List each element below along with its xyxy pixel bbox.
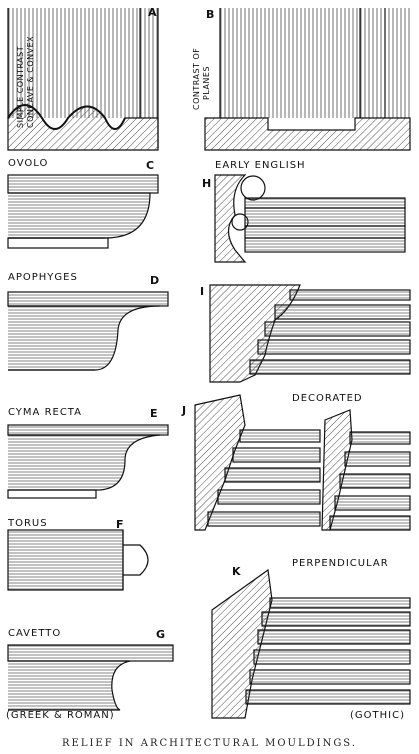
- figure-e-name: CYMA RECTA: [8, 407, 82, 418]
- figure-i-drawing: [209, 284, 411, 383]
- group-left-label: (GREEK & ROMAN): [6, 710, 115, 721]
- figure-b-note2: PLANES: [202, 65, 211, 100]
- figure-g-letter: G: [156, 628, 166, 641]
- figure-f-name: TORUS: [8, 518, 48, 529]
- figure-caption: RELIEF IN ARCHITECTURAL MOULDINGS.: [62, 738, 357, 749]
- group-right-label: (GOTHIC): [350, 710, 405, 721]
- figure-a-letter: A: [148, 6, 157, 19]
- figure-h-name: EARLY ENGLISH: [215, 160, 306, 171]
- figure-a-note: SIMPLE CONTRAST: [16, 45, 25, 128]
- figure-d-letter: D: [150, 274, 160, 287]
- figure-k-letter: K: [232, 565, 241, 578]
- figure-g-drawing: [7, 644, 174, 711]
- figure-c-name: OVOLO: [8, 158, 49, 169]
- figure-c-letter: C: [146, 159, 155, 172]
- figure-g-name: CAVETTO: [8, 628, 62, 639]
- figure-k-name: PERPENDICULAR: [292, 558, 389, 569]
- figure-f-letter: F: [116, 518, 124, 531]
- figure-d-name: APOPHYGES: [8, 272, 78, 283]
- figure-b-note: CONTRAST OF: [192, 47, 201, 110]
- figure-a-note2: CONCAVE & CONVEX: [26, 35, 35, 128]
- figure-a-drawing: [7, 8, 159, 151]
- figure-c-drawing: [7, 174, 159, 249]
- figure-i-letter: I: [200, 285, 205, 298]
- figure-j-name: DECORATED: [292, 393, 363, 404]
- figure-d-drawing: [7, 291, 169, 371]
- figure-f-drawing: [7, 529, 149, 591]
- figure-e-drawing: [7, 424, 169, 499]
- figure-h-letter: H: [202, 177, 212, 190]
- figure-h-drawing: [214, 174, 406, 263]
- figure-j-letter: J: [182, 404, 187, 417]
- figure-b-drawing: [204, 8, 411, 151]
- figure-j-drawing: [194, 394, 411, 531]
- figure-k-drawing: [211, 568, 411, 719]
- figure-e-letter: E: [150, 407, 158, 420]
- figure-b-letter: B: [206, 8, 215, 21]
